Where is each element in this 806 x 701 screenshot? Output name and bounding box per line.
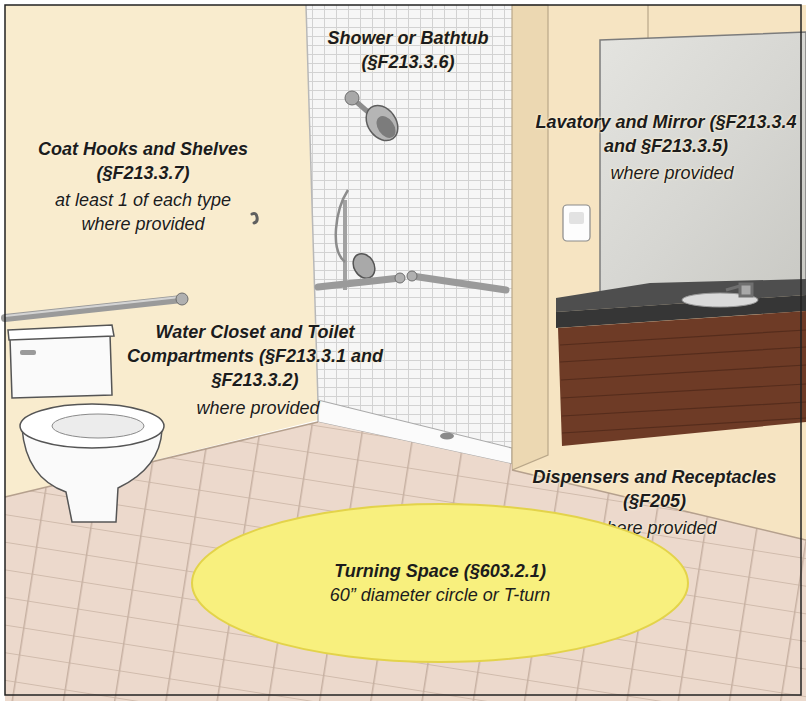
grab-bar-flange	[407, 271, 417, 281]
toilet-seat	[20, 404, 164, 448]
faucet	[726, 284, 752, 296]
requirement-heading: Water Closet and Toilet Compartments (§F…	[126, 320, 384, 392]
shower-flange	[345, 91, 359, 105]
right-wall	[512, 5, 806, 540]
requirement-heading: Lavatory and Mirror (§F213.3.4 and §F213…	[535, 110, 797, 158]
soap-dispenser	[563, 205, 590, 241]
vanity-cabinet	[558, 311, 806, 446]
shower-head	[360, 99, 405, 146]
grab-bar	[5, 299, 182, 318]
grab-bar	[412, 276, 506, 290]
flush-handle	[20, 350, 36, 355]
ellipse-outline	[190, 502, 690, 664]
shower-edge	[306, 5, 318, 402]
shower-tile-wall	[306, 5, 512, 448]
toilet-lid	[8, 325, 114, 340]
node-body: 60” diameter circle or T-turn	[330, 583, 550, 607]
grab-bar-flange	[176, 293, 188, 305]
shower-hose	[336, 190, 348, 262]
requirement-heading: Shower or Bathtub (§F213.3.6)	[310, 26, 506, 74]
slide-bar	[343, 200, 347, 290]
shower-head-face	[373, 113, 400, 142]
grab-bar-flange	[395, 273, 405, 283]
requirement-note: where provided	[610, 161, 733, 185]
wall-corner	[647, 5, 648, 40]
requirement-note: at least 1 of each type where provided	[37, 188, 249, 236]
grab-bar-highlight	[5, 297, 180, 316]
coat-hook	[252, 213, 257, 223]
mirror	[600, 32, 806, 294]
requirement-note: where provided	[196, 396, 319, 420]
toilet-tank	[10, 334, 112, 398]
turning-space-circle: Turning Space (§603.2.1)60” diameter cir…	[190, 502, 690, 664]
dispenser-window	[569, 212, 584, 224]
frame	[5, 5, 801, 695]
grab-bar	[318, 278, 400, 287]
wood-grain	[560, 330, 806, 433]
requirement-heading: Dispensers and Receptacles (§F205)	[512, 465, 797, 513]
toilet-opening	[52, 414, 144, 438]
tile-floor	[5, 422, 806, 701]
shower-drain	[440, 433, 454, 440]
requirement-heading: Coat Hooks and Shelves (§F213.3.7)	[12, 137, 274, 185]
left-wall	[5, 5, 318, 497]
node-heading: Turning Space (§603.2.1)	[334, 559, 546, 583]
turning-circle	[192, 504, 688, 662]
shower-partition	[512, 5, 548, 470]
